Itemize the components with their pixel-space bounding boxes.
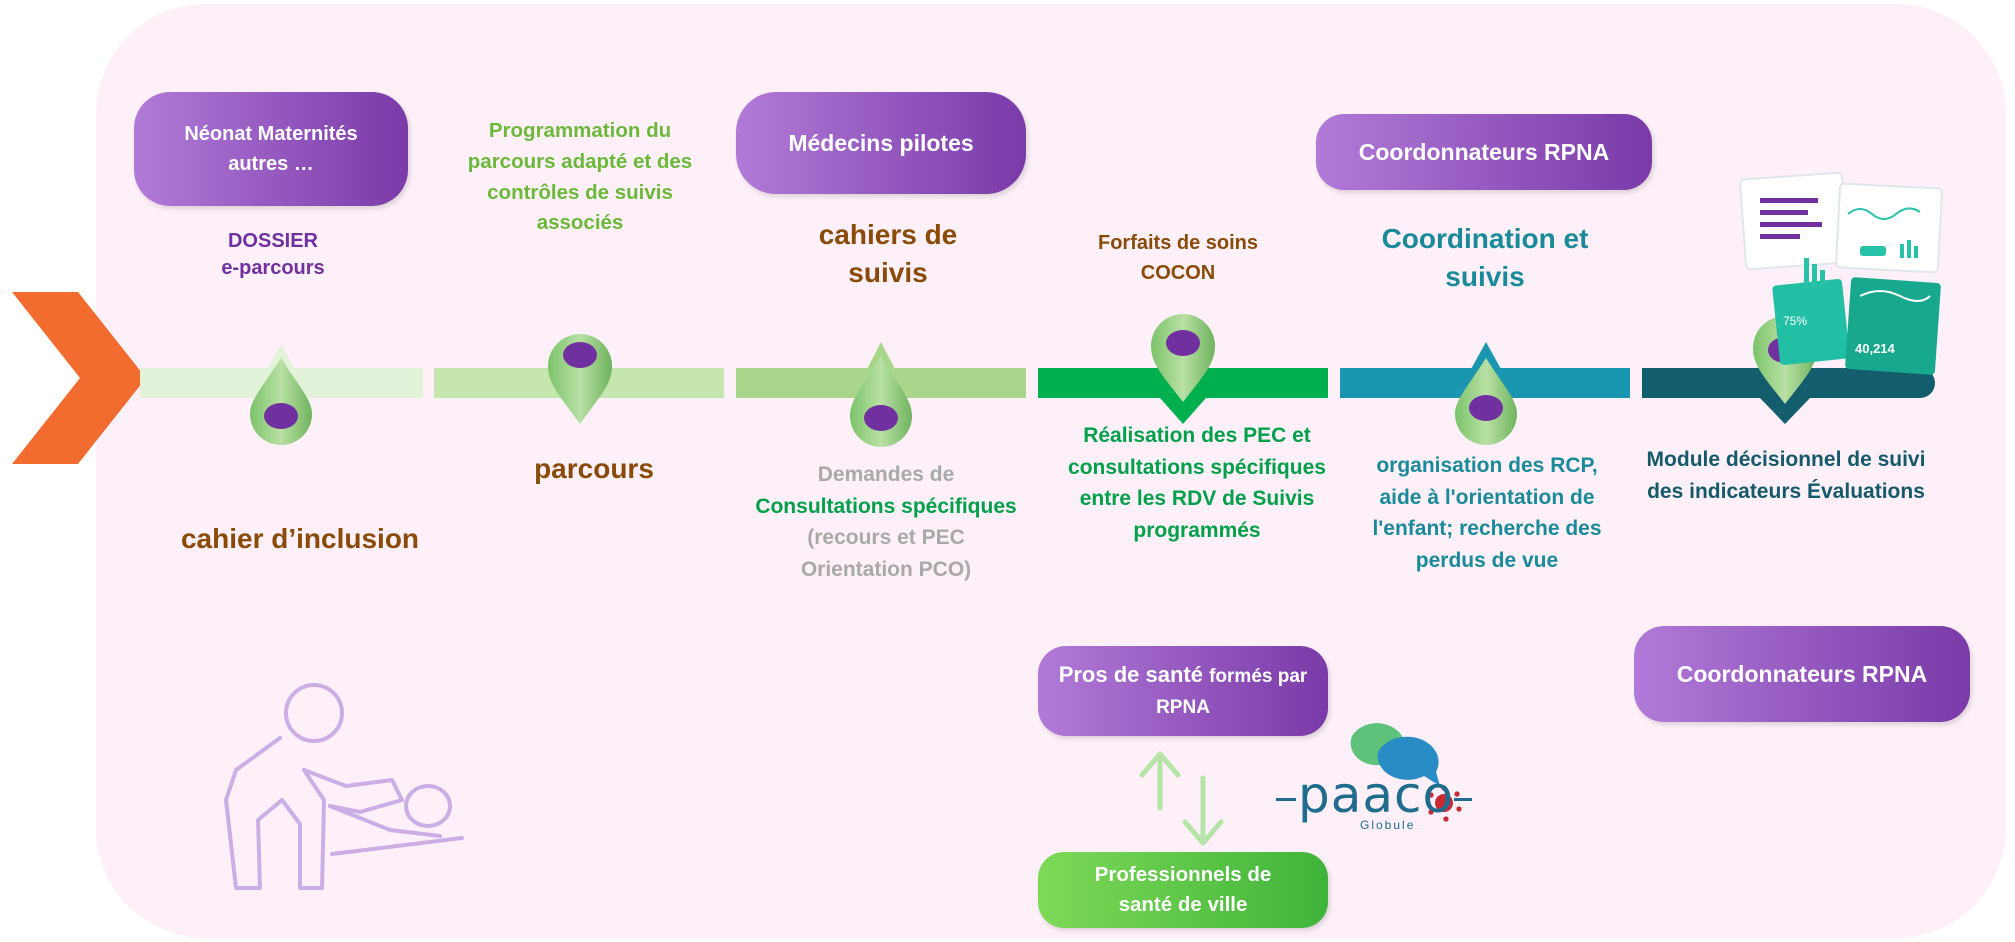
dashboard-icon [1739,171,1943,375]
parent-baby-icon [224,683,464,890]
pill-medecins-pilotes: Médecins pilotes [736,92,1026,194]
map-pin-icon [1455,342,1517,445]
map-pin-icon [250,344,312,445]
pill-professionnels-ville: Professionnels de santé de ville [1038,852,1328,928]
paaco-logo: paaco Globule [1276,770,1472,832]
pill-neonat: Néonat Maternités autres … [134,92,408,206]
map-pin-icon [1151,314,1215,424]
label-cahier-inclusion: cahier d’inclusion [180,523,420,554]
diagram-background [96,4,2006,938]
label-realisation: Réalisation des PEC et consultations spé… [1068,424,1326,542]
dashboard-stat-percent: 75% [1783,314,1808,328]
logo-sub: Globule [1360,818,1416,832]
pill-coordonnateurs-bottom: Coordonnateurs RPNA [1634,626,1970,722]
map-pin-icon [548,334,612,424]
label-cahiers-suivis: cahiers de suivis [818,219,958,288]
label-coordination: Coordination et suivis [1381,223,1589,292]
map-pin-icon [850,342,912,447]
label-parcours: parcours [534,453,654,484]
label-forfaits: Forfaits de soins COCON [1097,232,1259,284]
pill-coordonnateurs-top: Coordonnateurs RPNA [1316,114,1652,190]
label-dossier: DOSSIER e-parcours [221,230,325,279]
chevron-arrow-icon [12,292,146,464]
virus-icon [1428,785,1462,822]
label-demandes: Demandes de Consultations spécifiques (r… [755,463,1017,581]
pill-pros-de-sante: Pros de santé formés par RPNA [1038,646,1328,736]
label-organisation: organisation des RCP, aide à l'orientati… [1372,454,1602,572]
logo-name: paaco [1298,766,1455,824]
exchange-arrows-icon [1139,751,1224,846]
chat-bubbles-icon [1350,723,1440,786]
dashboard-stat-value: 40,214 [1855,341,1895,356]
label-programmation: Programmation du parcours adapté et des … [467,119,693,235]
label-module: Module décisionnel de suivi des indicate… [1646,448,1926,503]
